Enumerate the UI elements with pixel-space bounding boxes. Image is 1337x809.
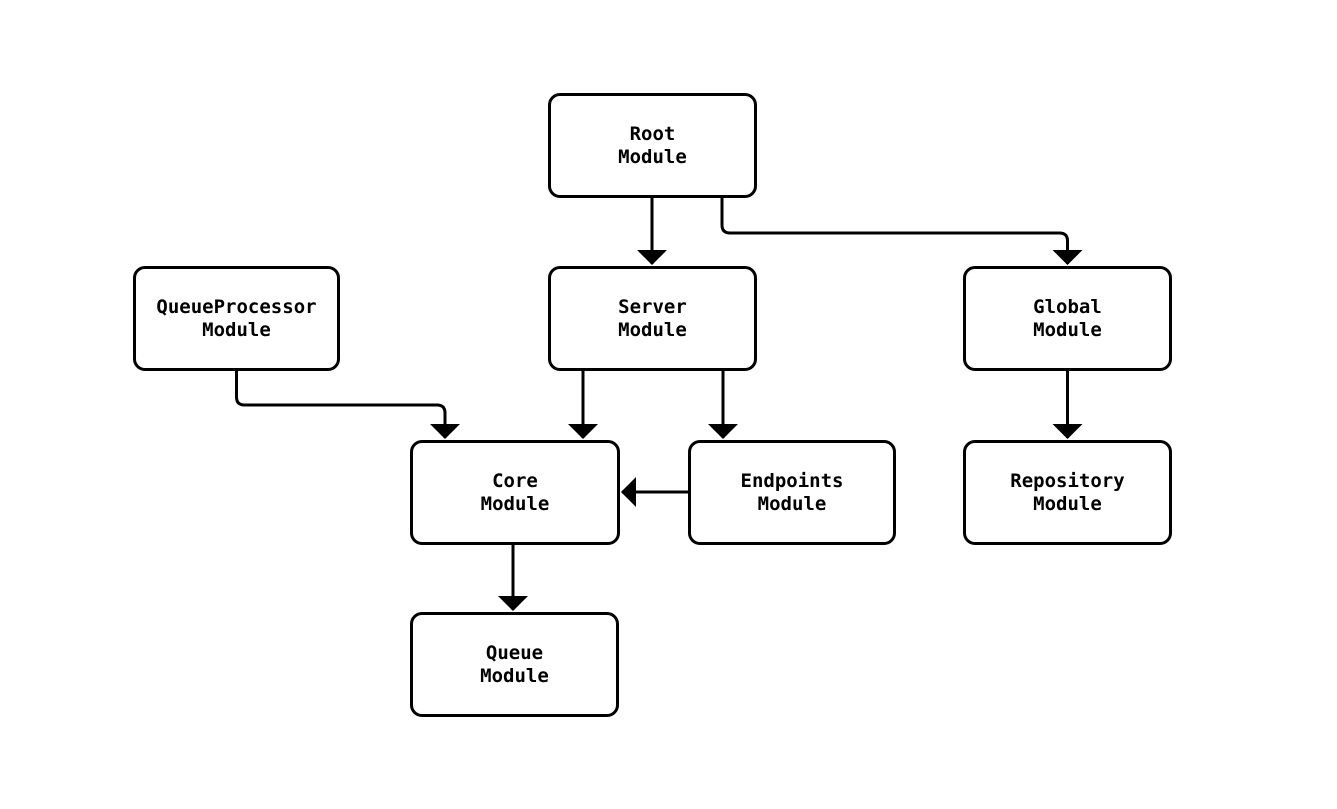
node-label-line: Module (618, 145, 687, 168)
node-label-line: Global (1033, 295, 1102, 318)
node-global-module: Global Module (963, 266, 1172, 371)
node-label-line: Root (629, 122, 676, 145)
node-label-line: Repository (1010, 469, 1125, 492)
node-queue-module: Queue Module (410, 612, 619, 717)
node-label-line: Module (757, 492, 827, 515)
node-label-line: Endpoints (740, 469, 844, 492)
node-label-line: Module (1033, 492, 1102, 515)
node-label-line: Server (618, 295, 687, 318)
edge-queueprocessor-to-core-arrow (235, 371, 460, 439)
node-queueprocessor-module: QueueProcessor Module (133, 266, 340, 371)
node-root-module: Root Module (548, 93, 757, 198)
node-label-line: Queue (485, 641, 544, 664)
node-label-line: Module (480, 664, 549, 687)
edge-root-to-global-arrow (720, 198, 1083, 265)
node-label-line: Module (202, 318, 271, 341)
node-label-line: Module (1033, 318, 1102, 341)
node-label-line: QueueProcessor (156, 295, 317, 318)
node-label-line: Module (480, 492, 550, 515)
node-core-module: Core Module (410, 440, 620, 545)
node-server-module: Server Module (548, 266, 757, 371)
node-endpoints-module: Endpoints Module (688, 440, 896, 545)
node-label-line: Module (618, 318, 687, 341)
node-repository-module: Repository Module (963, 440, 1172, 545)
node-label-line: Core (492, 469, 538, 492)
